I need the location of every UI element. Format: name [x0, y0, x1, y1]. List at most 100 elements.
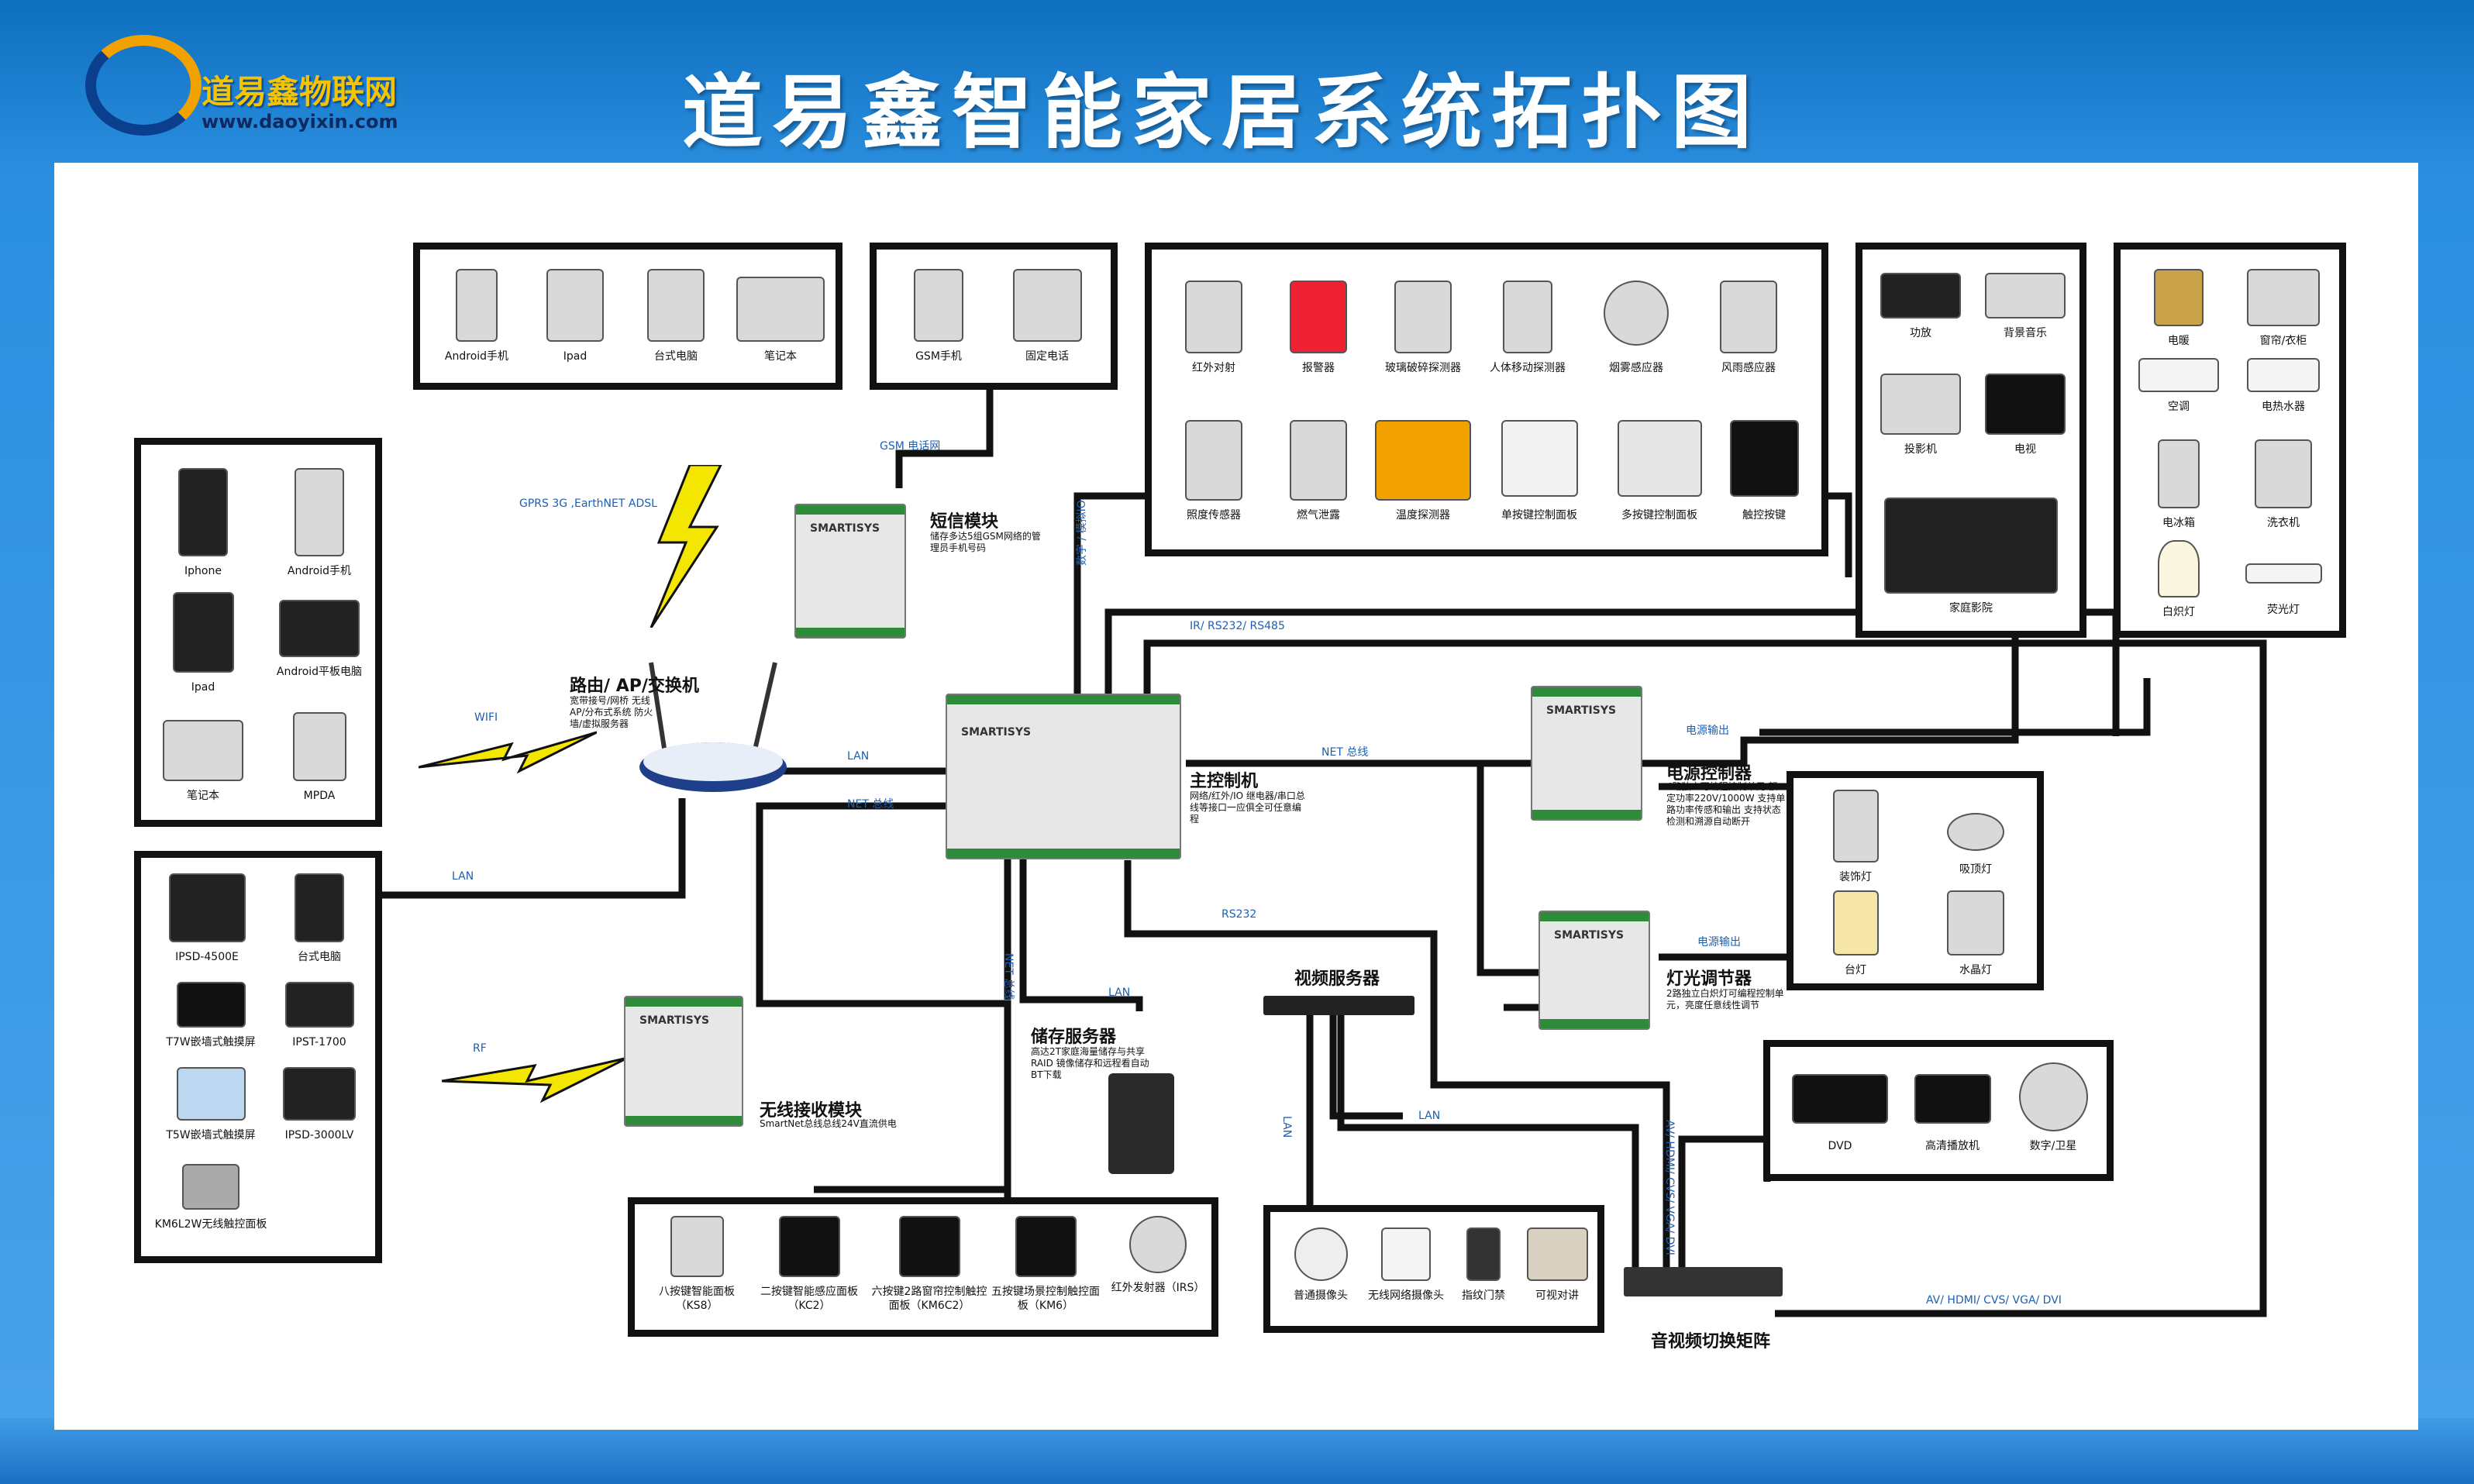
main-controller: SMARTISYS 主控制机 网络/红外/IO 继电器/串口总线等接口一应俱全可… — [946, 694, 1349, 859]
box-mobile: Iphone Android手机 Ipad Android平板电脑 笔记本 MP… — [134, 438, 382, 827]
wire-label-lan4: LAN — [1280, 1116, 1293, 1138]
six-key-curtain-panel-icon — [898, 1216, 960, 1277]
ceiling-lamp-icon — [1947, 813, 2004, 851]
laptop-icon — [163, 720, 243, 781]
gsm-phone-icon — [914, 269, 963, 342]
av-matrix-device-icon — [1624, 1267, 1783, 1296]
hd-player-icon — [1914, 1074, 1991, 1124]
gas-leak-sensor-icon — [1290, 420, 1347, 501]
box-appliance: 电暖 窗帘/衣柜 空调 电热水器 电冰箱 洗衣机 白炽灯 荧光灯 — [2114, 243, 2346, 638]
t7w-touchscreen-icon — [176, 982, 246, 1028]
list-item: 电热水器 — [2237, 358, 2330, 414]
list-item: 固定电话 — [1001, 269, 1094, 363]
box-sensors: 红外对射 报警器 玻璃破碎探测器 人体移动探测器 烟雾感应器 风雨感应器 照度传… — [1145, 243, 1828, 556]
page-title: 道易鑫智能家居系统拓扑图 — [682, 65, 1762, 160]
list-item: Ipad — [532, 269, 618, 363]
list-item: 吸顶灯 — [1929, 790, 2022, 876]
list-item: 投影机 — [1874, 374, 1967, 456]
refrigerator-icon — [2158, 439, 2200, 508]
light-dimmer: SMARTISYS 灯光调节器 2路独立白炽灯可编程控制单元，亮度任意线性调节 — [1538, 911, 1794, 1035]
list-item: 功放 — [1874, 273, 1967, 340]
light-dimmer-title: 灯光调节器 — [1666, 969, 1752, 989]
wire-label-lan3: LAN — [1108, 986, 1131, 999]
amplifier-icon — [1880, 273, 1961, 318]
laptop-icon — [736, 277, 825, 342]
two-key-panel-icon — [778, 1216, 840, 1277]
box-phone-group: GSM手机 固定电话 — [870, 243, 1118, 390]
box-players: DVD 高清播放机 数字/卫星 — [1763, 1040, 2114, 1181]
video-server-title: 视频服务器 — [1294, 969, 1380, 989]
list-item: 电冰箱 — [2132, 439, 2225, 530]
wire-label-power2: 电源输出 — [1697, 936, 1741, 949]
list-item: 红外发射器（IRS） — [1104, 1216, 1212, 1295]
wire-label-av-vertical: AV/ HDMI/ CVS/ VGA/ DVI — [1663, 1120, 1676, 1255]
router-desc: 宽带接号/网桥 无线AP/分布式系统 防火墙/虚拟服务器 — [570, 695, 653, 729]
wireless-receiver-device-icon: SMARTISYS — [624, 996, 743, 1127]
wire-label-gprs: GPRS 3G ,EarthNET ADSL — [519, 498, 657, 510]
list-item: T7W嵌墙式触摸屏 — [145, 982, 277, 1049]
list-item: Android手机 — [434, 269, 519, 363]
rf-lightning-icon — [442, 1056, 628, 1104]
list-item: 五按键场景控制触控面板（KM6） — [987, 1216, 1104, 1313]
list-item: IPST-1700 — [269, 982, 370, 1049]
light-dimmer-device-icon: SMARTISYS — [1538, 911, 1650, 1030]
wire-label-rf: RF — [473, 1042, 487, 1055]
landline-phone-icon — [1012, 269, 1082, 342]
main-controller-device-icon: SMARTISYS — [946, 694, 1181, 859]
infrared-beam-icon — [1185, 281, 1242, 353]
wireless-camera-icon — [1381, 1227, 1431, 1281]
alarm-siren-icon — [1290, 281, 1347, 353]
list-item: 背景音乐 — [1979, 273, 2072, 340]
list-item: 洗衣机 — [2237, 439, 2330, 530]
list-item: 笔记本 — [730, 269, 831, 363]
main-controller-title: 主控制机 — [1190, 772, 1259, 791]
list-item: 装饰灯 — [1809, 790, 1902, 884]
power-controller-desc: 4路独立可编程控制单元 额定功率220V/1000W 支持单路功率传感和输出 支… — [1666, 781, 1786, 827]
box-av: 功放 背景音乐 投影机 电视 家庭影院 — [1856, 243, 2086, 638]
video-server-device-icon — [1263, 996, 1414, 1015]
ipsd-3000lv-icon — [283, 1067, 356, 1121]
wire-label-gsm: GSM 电话网 — [880, 440, 941, 453]
router-title: 路由/ AP/交换机 — [570, 677, 699, 696]
light-sensor-icon — [1185, 420, 1242, 501]
list-item: 高清播放机 — [1898, 1062, 2007, 1153]
ipsd-touchscreen-icon — [168, 873, 246, 942]
fluorescent-tube-icon — [2245, 563, 2322, 584]
list-item: 可视对讲 — [1518, 1227, 1596, 1303]
list-item: 二按键智能感应面板（KC2） — [751, 1216, 867, 1313]
android-tablet-icon — [279, 600, 360, 657]
power-controller-title: 电源控制器 — [1666, 764, 1752, 783]
box-lamps: 装饰灯 吸顶灯 台灯 水晶灯 — [1787, 771, 2044, 990]
sms-module-desc: 储存多达5组GSM网络的管理员手机号码 — [930, 531, 1041, 553]
android-phone-icon — [295, 468, 344, 556]
list-item: 触控按键 — [1718, 420, 1811, 522]
android-phone-icon — [456, 269, 498, 342]
desktop-pc-icon — [647, 269, 705, 342]
wifi-lightning-icon — [419, 731, 597, 774]
decorative-lamp-icon — [1832, 790, 1879, 863]
video-intercom-icon — [1526, 1227, 1588, 1281]
list-item: 白炽灯 — [2132, 540, 2225, 619]
wire-label-lan1: LAN — [847, 750, 870, 763]
router: 路由/ AP/交换机 宽带接号/网桥 无线AP/分布式系统 防火墙/虚拟服务器 — [566, 647, 798, 802]
list-item: Android平板电脑 — [261, 600, 377, 679]
list-item: 照度传感器 — [1167, 420, 1260, 522]
background-music-icon — [1985, 273, 2066, 318]
list-item: Ipad — [157, 592, 250, 694]
sms-module-title: 短信模块 — [930, 512, 999, 532]
ipad-icon — [172, 592, 234, 673]
wire-label-net-left: NET 总线 — [847, 798, 894, 811]
ipst-panel-icon — [284, 982, 354, 1028]
multi-key-panel-icon — [1617, 420, 1702, 497]
list-item: 单按键控制面板 — [1481, 420, 1597, 522]
list-item: GSM手机 — [892, 269, 985, 363]
wire-label-net-down: NET 总线 — [1002, 953, 1015, 1000]
list-item: MPDA — [269, 712, 370, 803]
single-key-panel-icon — [1501, 420, 1578, 497]
list-item: 台式电脑 — [625, 269, 726, 363]
wireless-receiver-desc: SmartNet总线总线24V直流供电 — [760, 1118, 897, 1129]
km6l2w-panel-icon — [182, 1164, 239, 1210]
power-controller-device-icon: SMARTISYS — [1531, 686, 1642, 821]
list-item: 烟雾感应器 — [1590, 281, 1683, 375]
av-matrix-title: 音视频切换矩阵 — [1651, 1332, 1771, 1351]
